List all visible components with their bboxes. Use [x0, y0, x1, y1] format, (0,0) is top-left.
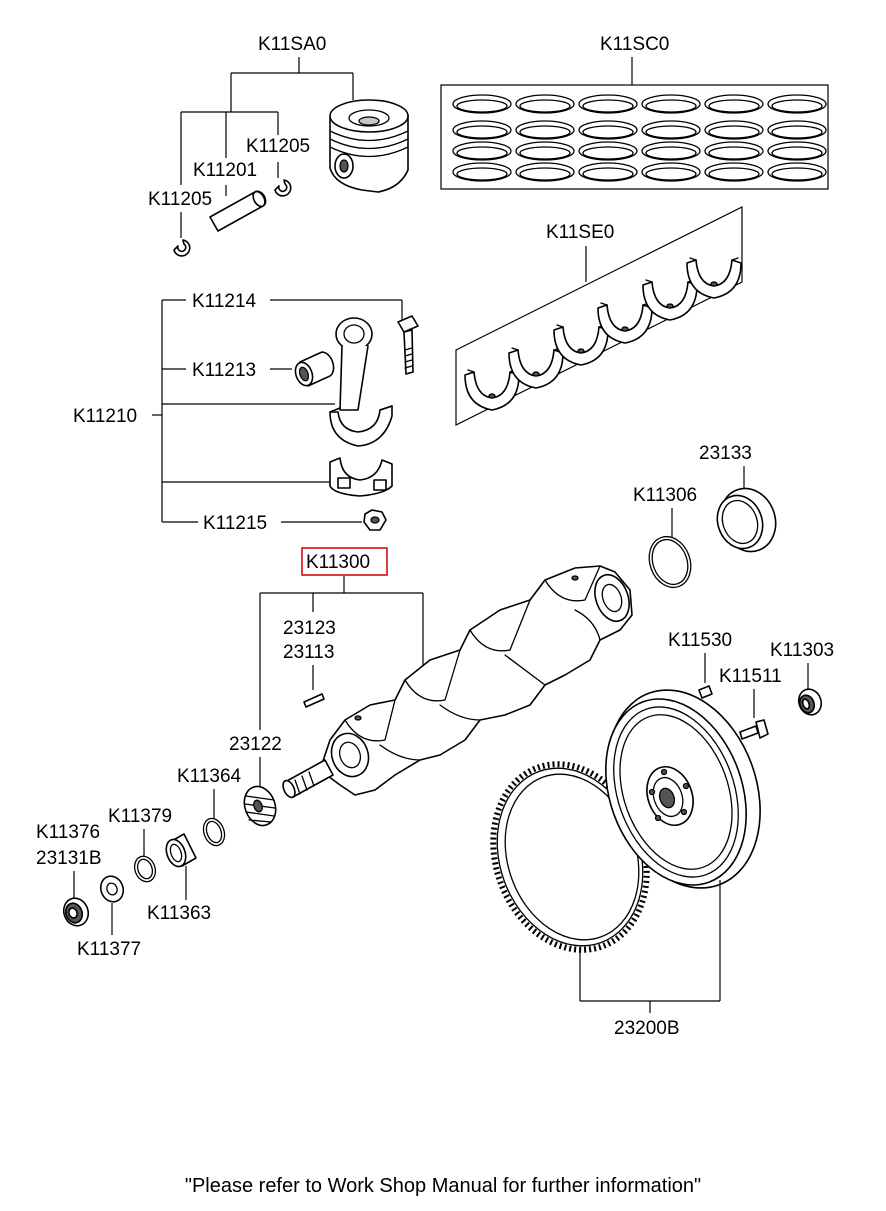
piston-drawing: [329, 99, 409, 193]
conrod-nut-drawing: [363, 509, 387, 531]
label-dowel-pin[interactable]: K11530: [668, 630, 732, 651]
label-washer[interactable]: K11377: [77, 939, 141, 960]
o-ring-front-drawing: [202, 817, 226, 847]
o-ring-rear-drawing: [648, 535, 692, 589]
front-seal-drawing: [62, 897, 90, 927]
label-crankshaft-assy[interactable]: K11300: [306, 552, 370, 573]
piston-pin-drawing: [209, 190, 267, 232]
conrod-drawing: [329, 317, 393, 447]
snap-ring-left-drawing: [173, 239, 191, 257]
label-conrod-bush[interactable]: K11213: [192, 360, 256, 381]
flywheel-bolt-drawing: [739, 719, 769, 740]
dowel-pin-drawing: [698, 685, 713, 699]
label-timing-gear[interactable]: 23122: [229, 734, 282, 755]
label-rear-seal[interactable]: 23133: [699, 443, 752, 464]
footer-note: "Please refer to Work Shop Manual for fu…: [184, 1175, 702, 1197]
label-front-seal-a[interactable]: K11376: [36, 822, 100, 843]
label-ring-set[interactable]: K11SC0: [600, 34, 669, 55]
label-flywheel-bolt[interactable]: K11511: [719, 666, 782, 687]
label-conrod-nut[interactable]: K11215: [203, 513, 267, 534]
bearing-set-drawing: [464, 257, 742, 411]
label-o-ring-front[interactable]: K11364: [177, 766, 242, 787]
conrod-bolt-drawing: [397, 315, 419, 375]
timing-gear-drawing: [243, 785, 277, 827]
snap-ring-right-drawing: [274, 179, 292, 197]
label-front-seal-b[interactable]: 23131B: [36, 848, 102, 869]
conrod-bush-drawing: [294, 351, 335, 387]
label-snap-ring-left[interactable]: K11205: [148, 189, 212, 210]
piston-group: K11SA0 K11205 K11201 K11205: [148, 34, 409, 257]
label-spacer-ring[interactable]: K11379: [108, 806, 172, 827]
bearing-set-group: K11SE0: [455, 206, 743, 426]
label-o-ring-rear[interactable]: K11306: [633, 485, 697, 506]
label-conrod-bolt[interactable]: K11214: [192, 291, 257, 312]
rear-seal-drawing: [716, 487, 777, 553]
label-snap-ring-right[interactable]: K11205: [246, 136, 310, 157]
washer-drawing: [99, 875, 125, 903]
label-bearing-set[interactable]: K11SE0: [546, 222, 614, 243]
label-conrod-assy[interactable]: K11210: [73, 406, 137, 427]
ring-set-group: K11SC0: [440, 34, 829, 190]
flywheel-group: K11530 K11511 K11303: [490, 630, 834, 1039]
pilot-bearing-drawing: [797, 688, 823, 716]
flywheel-drawing: [605, 689, 761, 889]
conrod-cap-drawing: [329, 457, 393, 497]
conrod-group: K11214 K11213 K11210 K11215: [73, 291, 419, 534]
label-piston-pin[interactable]: K11201: [193, 160, 257, 181]
crankshaft-drawing: [282, 565, 633, 799]
label-pilot-bearing[interactable]: K11303: [770, 640, 834, 661]
crankshaft-group: K11300 23123 23113 23122: [229, 547, 633, 827]
label-sleeve[interactable]: K11363: [147, 903, 211, 924]
front-parts-group: K11364 K11379 K11363 K11376 23131B: [36, 766, 242, 960]
label-flywheel-assy[interactable]: 23200B: [614, 1018, 680, 1039]
label-piston-kit[interactable]: K11SA0: [258, 34, 326, 55]
sleeve-drawing: [165, 833, 197, 868]
rear-seal-group: 23133 K11306: [633, 443, 777, 589]
crankshaft-highlight-box: [301, 547, 388, 576]
ring-set-drawing: [452, 94, 827, 182]
spacer-ring-drawing: [133, 855, 157, 883]
label-key-a[interactable]: 23123: [283, 618, 336, 639]
label-key-b[interactable]: 23113: [283, 642, 334, 663]
